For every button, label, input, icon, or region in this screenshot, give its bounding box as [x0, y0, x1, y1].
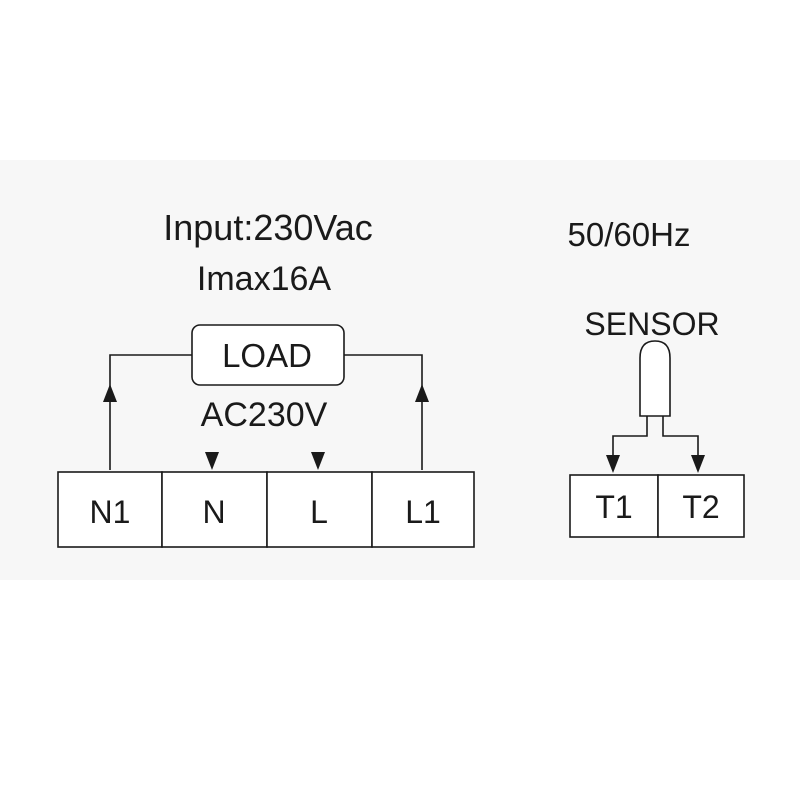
- terminal-n-label: N: [202, 494, 225, 530]
- terminal-l-label: L: [310, 494, 328, 530]
- load-circuit: LOAD AC230V: [103, 324, 429, 470]
- t1-down-arrow-icon: [606, 455, 620, 473]
- load-label: LOAD: [222, 337, 312, 374]
- sensor-terminal-block: T1 T2: [569, 474, 745, 538]
- terminal-t2: [657, 474, 745, 538]
- load-box: [191, 324, 345, 386]
- l-down-arrow-icon: [311, 452, 325, 470]
- sensor-label: SENSOR: [584, 306, 719, 342]
- n1-up-arrow-icon: [103, 384, 117, 402]
- sensor-probe-icon: [639, 340, 671, 417]
- input-spec-text: Input:230Vac: [163, 207, 373, 248]
- l1-wire: [344, 354, 423, 470]
- sensor-circuit: SENSOR: [584, 306, 720, 473]
- l1-up-arrow-icon: [415, 384, 429, 402]
- terminal-t1-label: T1: [595, 489, 632, 525]
- n-down-arrow-icon: [205, 452, 219, 470]
- t2-down-arrow-icon: [691, 455, 705, 473]
- imax-spec-text: Imax16A: [197, 260, 331, 298]
- terminal-t1: [569, 474, 659, 538]
- frequency-text: 50/60Hz: [568, 216, 691, 253]
- terminal-t2-label: T2: [682, 489, 719, 525]
- load-voltage-text: AC230V: [201, 396, 328, 434]
- n1-wire: [109, 354, 192, 470]
- terminal-n: [161, 471, 268, 548]
- power-terminal-block: N1 N L L1: [57, 471, 475, 548]
- terminal-l: [266, 471, 373, 548]
- sensor-wire-t2: [662, 416, 699, 455]
- terminal-l1: [371, 471, 475, 548]
- terminal-n1-label: N1: [90, 494, 131, 530]
- terminal-l1-label: L1: [405, 494, 441, 530]
- sensor-wire-t1: [612, 416, 648, 455]
